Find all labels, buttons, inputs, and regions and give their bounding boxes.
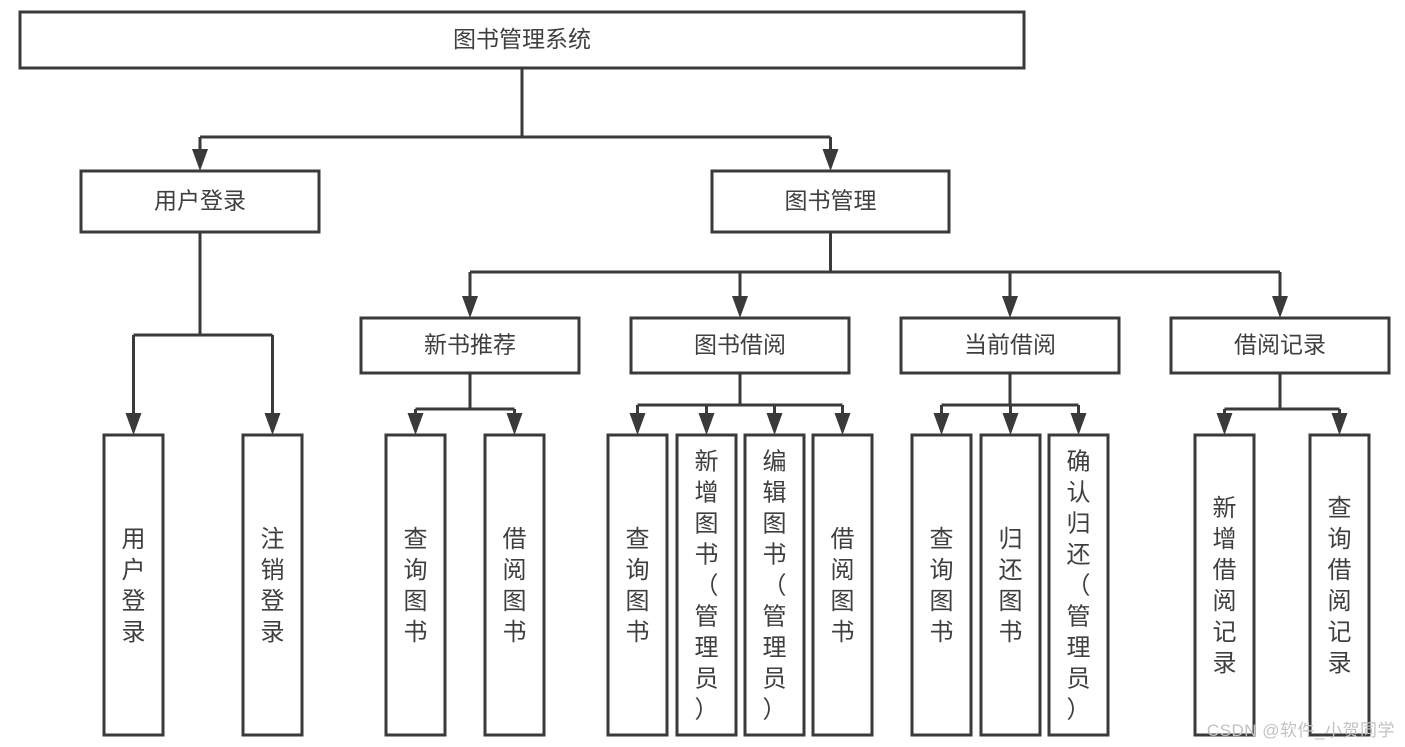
node-box-borrow-record[interactable] — [1169, 316, 1391, 375]
node-box-root[interactable] — [18, 10, 1026, 70]
connector-c-user-login — [125, 232, 281, 435]
node-label-leaf-return-book: 归还图书 — [999, 526, 1023, 646]
node-label-leaf-add-book: 新增图书（管理员） — [695, 449, 719, 724]
node-box-leaf-user-login[interactable] — [102, 433, 165, 737]
node-leaf-query-book-2[interactable]: 查询图书 — [606, 433, 669, 737]
node-leaf-query-record[interactable]: 查询借阅记录 — [1308, 433, 1371, 737]
node-label-book-manage: 图书管理 — [785, 188, 877, 214]
connector-c-new-book-rec — [407, 373, 523, 435]
node-boxes-layer: 图书管理系统用户登录图书管理新书推荐图书借阅当前借阅借阅记录用户登录注销登录查询… — [18, 10, 1391, 737]
node-leaf-query-book-3[interactable]: 查询图书 — [910, 433, 973, 737]
node-label-leaf-confirm-return: 确认归还（管理员） — [1067, 449, 1091, 724]
node-leaf-borrow-book-1[interactable]: 借阅图书 — [483, 433, 546, 737]
node-box-leaf-borrow-book-1[interactable] — [483, 433, 546, 737]
node-label-leaf-add-record: 新增借阅记录 — [1213, 495, 1237, 677]
node-box-leaf-query-record[interactable] — [1308, 433, 1371, 737]
node-book-manage[interactable]: 图书管理 — [710, 169, 951, 234]
node-leaf-add-record[interactable]: 新增借阅记录 — [1193, 433, 1256, 737]
node-label-book-borrow: 图书借阅 — [694, 332, 786, 358]
node-label-borrow-record: 借阅记录 — [1234, 332, 1326, 358]
node-leaf-logout[interactable]: 注销登录 — [241, 433, 304, 737]
csdn-watermark: CSDN @软件_小贺同学 — [1206, 721, 1395, 740]
node-new-book-rec[interactable]: 新书推荐 — [359, 316, 581, 375]
node-leaf-borrow-book-2[interactable]: 借阅图书 — [811, 433, 874, 737]
node-leaf-user-login[interactable]: 用户登录 — [102, 433, 165, 737]
node-box-leaf-query-book-3[interactable] — [910, 433, 973, 737]
node-box-leaf-query-book-1[interactable] — [384, 433, 447, 737]
node-box-book-manage[interactable] — [710, 169, 951, 234]
node-leaf-add-book[interactable]: 新增图书（管理员） — [675, 433, 738, 737]
node-leaf-return-book[interactable]: 归还图书 — [979, 433, 1042, 737]
node-root[interactable]: 图书管理系统 — [18, 10, 1026, 70]
node-box-leaf-add-book[interactable] — [675, 433, 738, 737]
connector-c-current-borrow — [933, 373, 1087, 435]
node-box-leaf-logout[interactable] — [241, 433, 304, 737]
node-label-leaf-borrow-book-1: 借阅图书 — [503, 526, 527, 646]
node-user-login[interactable]: 用户登录 — [79, 169, 321, 234]
node-label-new-book-rec: 新书推荐 — [424, 332, 516, 358]
node-book-borrow[interactable]: 图书借阅 — [629, 316, 851, 375]
node-box-leaf-borrow-book-2[interactable] — [811, 433, 874, 737]
node-leaf-edit-book[interactable]: 编辑图书（管理员） — [743, 433, 806, 737]
node-label-leaf-borrow-book-2: 借阅图书 — [831, 526, 855, 646]
node-label-root: 图书管理系统 — [453, 26, 591, 52]
node-label-leaf-query-book-2: 查询图书 — [626, 526, 650, 646]
node-box-book-borrow[interactable] — [629, 316, 851, 375]
node-label-leaf-query-record: 查询借阅记录 — [1328, 495, 1352, 677]
node-label-user-login: 用户登录 — [154, 188, 246, 214]
node-label-leaf-query-book-1: 查询图书 — [404, 526, 428, 646]
node-label-leaf-edit-book: 编辑图书（管理员） — [763, 449, 787, 724]
node-leaf-confirm-return[interactable]: 确认归还（管理员） — [1047, 433, 1110, 737]
node-box-leaf-return-book[interactable] — [979, 433, 1042, 737]
node-label-leaf-user-login: 用户登录 — [122, 526, 146, 646]
connector-c-borrow-record — [1216, 373, 1348, 435]
node-box-leaf-edit-book[interactable] — [743, 433, 806, 737]
node-borrow-record[interactable]: 借阅记录 — [1169, 316, 1391, 375]
node-leaf-query-book-1[interactable]: 查询图书 — [384, 433, 447, 737]
connector-c-book-manage — [462, 232, 1288, 318]
node-label-leaf-logout: 注销登录 — [261, 526, 285, 646]
node-current-borrow[interactable]: 当前借阅 — [899, 316, 1121, 375]
node-label-current-borrow: 当前借阅 — [964, 332, 1056, 358]
node-box-new-book-rec[interactable] — [359, 316, 581, 375]
node-label-leaf-query-book-3: 查询图书 — [930, 526, 954, 646]
connector-edges-layer — [125, 68, 1348, 435]
node-box-user-login[interactable] — [79, 169, 321, 234]
node-box-leaf-confirm-return[interactable] — [1047, 433, 1110, 737]
node-box-current-borrow[interactable] — [899, 316, 1121, 375]
node-box-leaf-add-record[interactable] — [1193, 433, 1256, 737]
connector-c-root — [192, 68, 839, 171]
connector-c-book-borrow — [629, 373, 851, 435]
node-box-leaf-query-book-2[interactable] — [606, 433, 669, 737]
